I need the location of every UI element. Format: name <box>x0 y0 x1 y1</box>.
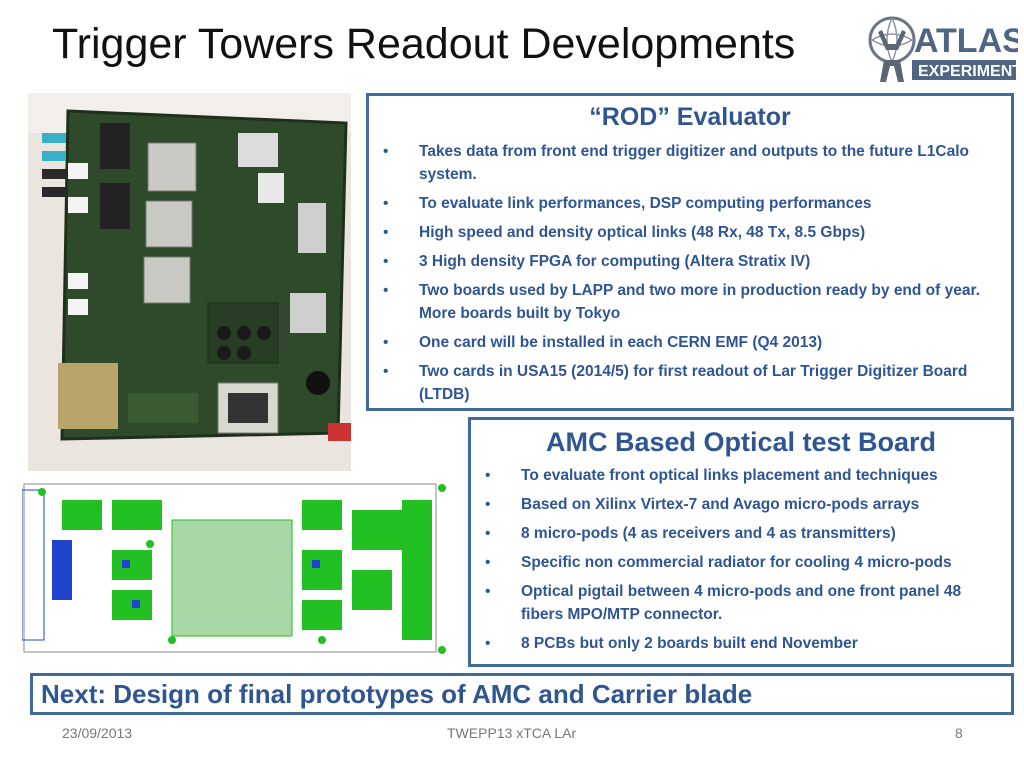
amc-pcb-layout <box>22 480 465 660</box>
amc-board-box: AMC Based Optical test Board •To evaluat… <box>468 417 1014 667</box>
next-steps-box: Next: Design of final prototypes of AMC … <box>30 673 1014 715</box>
logo-text-experiment: EXPERIMENT <box>918 63 1018 80</box>
list-item: •Specific non commercial radiator for co… <box>485 554 952 571</box>
list-item: •One card will be installed in each CERN… <box>383 334 823 351</box>
list-item: •To evaluate link performances, DSP comp… <box>383 195 872 212</box>
footer-event: TWEPP13 xTCA LAr <box>447 725 577 741</box>
rod-evaluator-box: “ROD” Evaluator •Takes data from front e… <box>366 93 1014 411</box>
list-item: •Two cards in USA15 (2014/5) for first r… <box>383 363 968 403</box>
list-item: •Two boards used by LAPP and two more in… <box>383 282 980 322</box>
list-item: •Takes data from front end trigger digit… <box>383 143 969 183</box>
atlas-figure-icon <box>868 16 916 82</box>
logo-text-atlas: ATLAS <box>914 22 1018 60</box>
atlas-logo: ATLAS EXPERIMENT <box>868 16 1018 82</box>
page-number: 8 <box>955 725 963 741</box>
rod-evaluator-list: •Takes data from front end trigger digit… <box>383 140 995 406</box>
list-item: •3 High density FPGA for computing (Alte… <box>383 253 811 270</box>
list-item: •Based on Xilinx Virtex-7 and Avago micr… <box>485 496 920 513</box>
list-item: •High speed and density optical links (4… <box>383 224 866 241</box>
list-item: •To evaluate front optical links placeme… <box>485 467 938 484</box>
footer-date: 23/09/2013 <box>62 725 133 741</box>
amc-board-list: •To evaluate front optical links placeme… <box>485 464 995 655</box>
list-item: •8 PCBs but only 2 boards built end Nove… <box>485 635 858 652</box>
list-item: •Optical pigtail between 4 micro-pods an… <box>485 583 962 623</box>
page-title: Trigger Towers Readout Developments <box>52 20 796 68</box>
rod-board-photo <box>28 93 351 471</box>
amc-board-title: AMC Based Optical test Board <box>545 427 937 457</box>
rod-evaluator-title: “ROD” Evaluator <box>589 103 791 131</box>
list-item: •8 micro-pods (4 as receivers and 4 as t… <box>485 525 896 542</box>
